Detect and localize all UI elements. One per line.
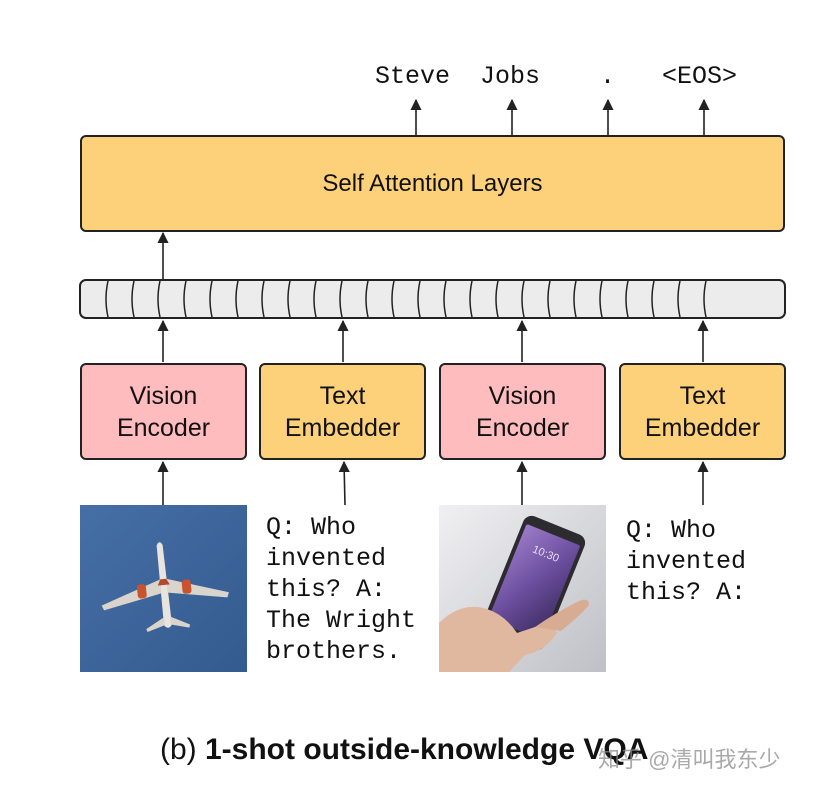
output-token-steve: Steve bbox=[375, 62, 451, 91]
qa-text-1: Q: Who invented this? A: The Wright brot… bbox=[266, 513, 417, 666]
text-embedder-1-line2: Embedder bbox=[284, 413, 401, 442]
output-token-jobs: Jobs bbox=[480, 62, 541, 91]
vision-encoder-2-line1: Vision bbox=[488, 381, 557, 410]
text-embedder-2-line1: Text bbox=[679, 381, 726, 410]
vision-encoder-1-line2: Encoder bbox=[116, 413, 211, 442]
figure-caption: (b) 1-shot outside-knowledge VQA bbox=[160, 733, 648, 767]
phone-image: 10:30 bbox=[439, 505, 606, 672]
caption-title: 1-shot outside-knowledge VQA bbox=[205, 733, 649, 766]
caption-prefix: (b) bbox=[160, 733, 205, 766]
self-attention-layers: Self Attention Layers bbox=[80, 135, 785, 232]
text-embedder-2-line2: Embedder bbox=[644, 413, 761, 442]
qa-text-2: Q: Who invented this? A: bbox=[626, 516, 747, 607]
vision-encoder-1-line1: Vision bbox=[129, 381, 198, 410]
output-token-period: . bbox=[600, 62, 616, 91]
airplane-image bbox=[80, 505, 247, 672]
watermark: 知乎 @清叫我东少 bbox=[598, 747, 781, 772]
vision-encoder-2-line2: Encoder bbox=[475, 413, 570, 442]
text-embedder-1-line1: Text bbox=[319, 381, 366, 410]
output-token-eos: <EOS> bbox=[662, 62, 738, 91]
arrow-qa1-to-text1 bbox=[338, 460, 350, 506]
self-attention-label: Self Attention Layers bbox=[322, 169, 543, 197]
token-sequence bbox=[79, 279, 786, 319]
